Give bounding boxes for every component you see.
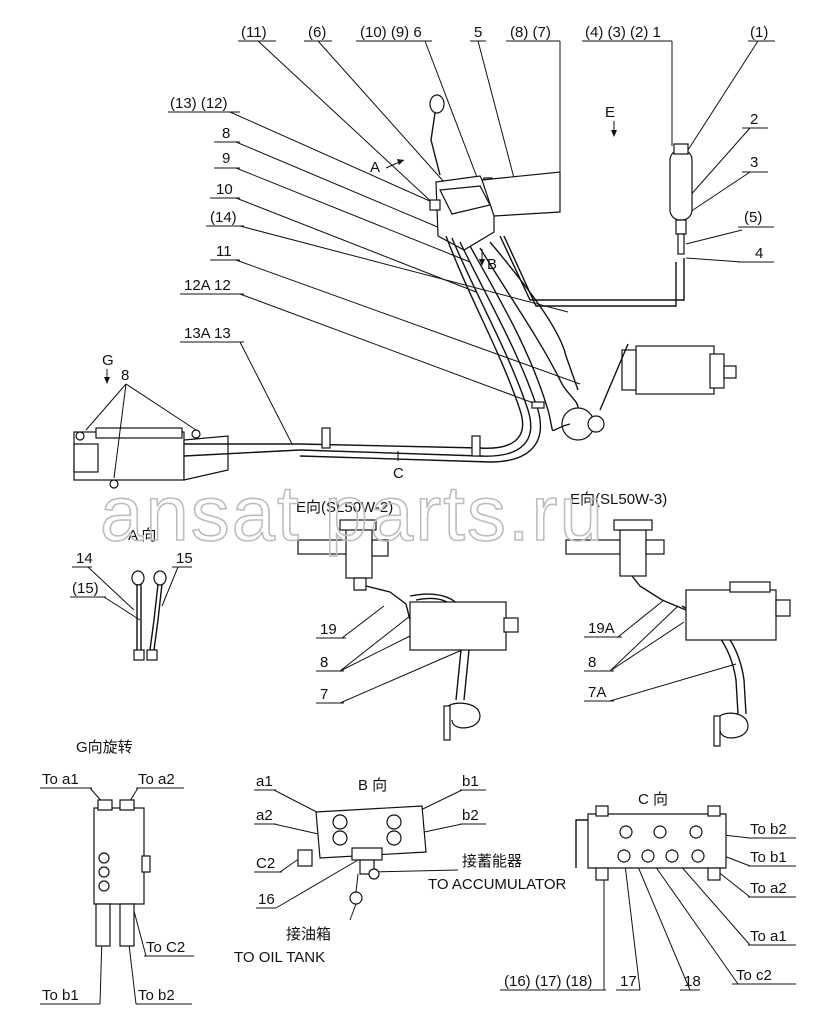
e-view-sl50w2: E向(SL50W-2) 19 8 7 bbox=[296, 499, 519, 741]
c-view: C 向 To b2 To b1 To a2 To a1 To c2 (16) (… bbox=[500, 791, 796, 991]
c-label-to-c2: To c2 bbox=[736, 967, 772, 984]
c-label-17: 17 bbox=[620, 973, 637, 990]
callout-4-3-2-1: (4) (3) (2) 1 bbox=[585, 24, 661, 41]
callout-2: 2 bbox=[750, 111, 758, 128]
callout-13-12: (13) (12) bbox=[170, 95, 228, 112]
view-a-arrow-label: A bbox=[370, 159, 380, 176]
a-view-label-15p: (15) bbox=[72, 580, 99, 597]
b-view-title: B 向 bbox=[358, 777, 387, 794]
c-label-to-a1: To a1 bbox=[750, 928, 787, 945]
a-view-label-15: 15 bbox=[176, 550, 193, 567]
e-view-sl50w3-title: E向(SL50W-3) bbox=[570, 491, 667, 508]
arrow-e-icon bbox=[611, 130, 617, 137]
e3-label-8: 8 bbox=[588, 654, 596, 671]
gear-pump-sl50w2 bbox=[409, 601, 507, 651]
hose-clamp bbox=[321, 427, 331, 449]
c-view-title: C 向 bbox=[638, 791, 668, 808]
a-view-title: A 向 bbox=[128, 527, 156, 544]
accumulator-icon bbox=[669, 149, 693, 221]
callout-4: 4 bbox=[755, 245, 763, 262]
view-g-arrow-label: G bbox=[102, 352, 114, 369]
b-label-c2: C2 bbox=[256, 855, 275, 872]
callout-8: 8 bbox=[222, 125, 230, 142]
mounting-plate bbox=[481, 171, 561, 217]
joystick-knob-icon bbox=[429, 94, 445, 114]
callout-5: 5 bbox=[474, 24, 482, 41]
b-label-a1: a1 bbox=[256, 773, 273, 790]
e3-label-19a: 19A bbox=[588, 620, 615, 637]
b-label-a2: a2 bbox=[256, 807, 273, 824]
callout-8-main: 8 bbox=[121, 367, 129, 384]
callout-8-7: (8) (7) bbox=[510, 24, 551, 41]
e2-label-8: 8 bbox=[320, 654, 328, 671]
c-view-manifold bbox=[587, 813, 727, 869]
b-label-oiltank-en: TO OIL TANK bbox=[234, 949, 325, 966]
callout-10: 10 bbox=[216, 181, 233, 198]
gear-pump-icon bbox=[635, 345, 715, 395]
lever-knob-icon bbox=[131, 570, 145, 586]
b-label-b1: b1 bbox=[462, 773, 479, 790]
view-b-arrow-label: B bbox=[487, 256, 497, 273]
e-view-sl50w3: E向(SL50W-3) 19A 8 7A bbox=[565, 491, 791, 747]
callout-5p: (5) bbox=[744, 209, 762, 226]
g-label-to-a1: To a1 bbox=[42, 771, 79, 788]
top-leader-lines bbox=[168, 40, 775, 445]
b-label-accumulator-en: TO ACCUMULATOR bbox=[428, 876, 567, 893]
e2-label-7: 7 bbox=[320, 686, 328, 703]
callout-14p: (14) bbox=[210, 209, 237, 226]
g-view: G向旋转 To a1 To a2 To C2 To b1 To b2 bbox=[40, 739, 194, 1005]
callout-3: 3 bbox=[750, 154, 758, 171]
callout-13a-13: 13A 13 bbox=[184, 325, 231, 342]
b-label-b2: b2 bbox=[462, 807, 479, 824]
g-label-to-b2: To b2 bbox=[138, 987, 175, 1004]
b-view: B 向 a1 a2 b1 b2 C2 16 接蓄能器 TO ACCUMULATO… bbox=[234, 773, 567, 966]
view-c-arrow-label: C bbox=[393, 465, 404, 482]
c-label-to-a2: To a2 bbox=[750, 880, 787, 897]
arrow-g-icon bbox=[104, 377, 110, 384]
b-label-accumulator-cn: 接蓄能器 bbox=[462, 853, 522, 870]
view-arrows bbox=[104, 121, 617, 461]
callout-11: 11 bbox=[216, 243, 232, 260]
callout-11p: (11) bbox=[241, 24, 267, 41]
callout-12a-12: 12A 12 bbox=[184, 277, 231, 294]
c-label-16-17-18: (16) (17) (18) bbox=[504, 973, 592, 990]
main-assembly bbox=[73, 94, 737, 489]
b-label-16: 16 bbox=[258, 891, 275, 908]
a-view: A 向 14 15 (15) bbox=[70, 527, 193, 661]
callout-9: 9 bbox=[222, 150, 230, 167]
c-label-to-b1: To b1 bbox=[750, 849, 787, 866]
top-callouts: (11) (6) (10) (9) 6 5 (8) (7) (4) (3) (2… bbox=[102, 24, 768, 482]
e2-label-19: 19 bbox=[320, 621, 337, 638]
callout-1p: (1) bbox=[750, 24, 768, 41]
arrow-b-icon bbox=[479, 259, 485, 266]
g-label-to-b1: To b1 bbox=[42, 987, 79, 1004]
callout-6p: (6) bbox=[308, 24, 326, 41]
c-label-to-b2: To b2 bbox=[750, 821, 787, 838]
g-label-to-c2: To C2 bbox=[146, 939, 185, 956]
watermark: ansat parts.ru bbox=[100, 469, 605, 557]
arrow-a-icon bbox=[397, 159, 404, 165]
a-view-label-14: 14 bbox=[76, 550, 93, 567]
b-label-oiltank-cn: 接油箱 bbox=[286, 926, 331, 943]
callout-10-9-6: (10) (9) 6 bbox=[360, 24, 422, 41]
view-e-arrow-label: E bbox=[605, 104, 615, 121]
gear-pump-sl50w3 bbox=[685, 589, 777, 641]
g-view-title: G向旋转 bbox=[76, 739, 133, 756]
e-view-sl50w2-title: E向(SL50W-2) bbox=[296, 499, 393, 516]
joystick-lever bbox=[430, 112, 441, 176]
e3-label-7a: 7A bbox=[588, 684, 606, 701]
g-label-to-a2: To a2 bbox=[138, 771, 175, 788]
